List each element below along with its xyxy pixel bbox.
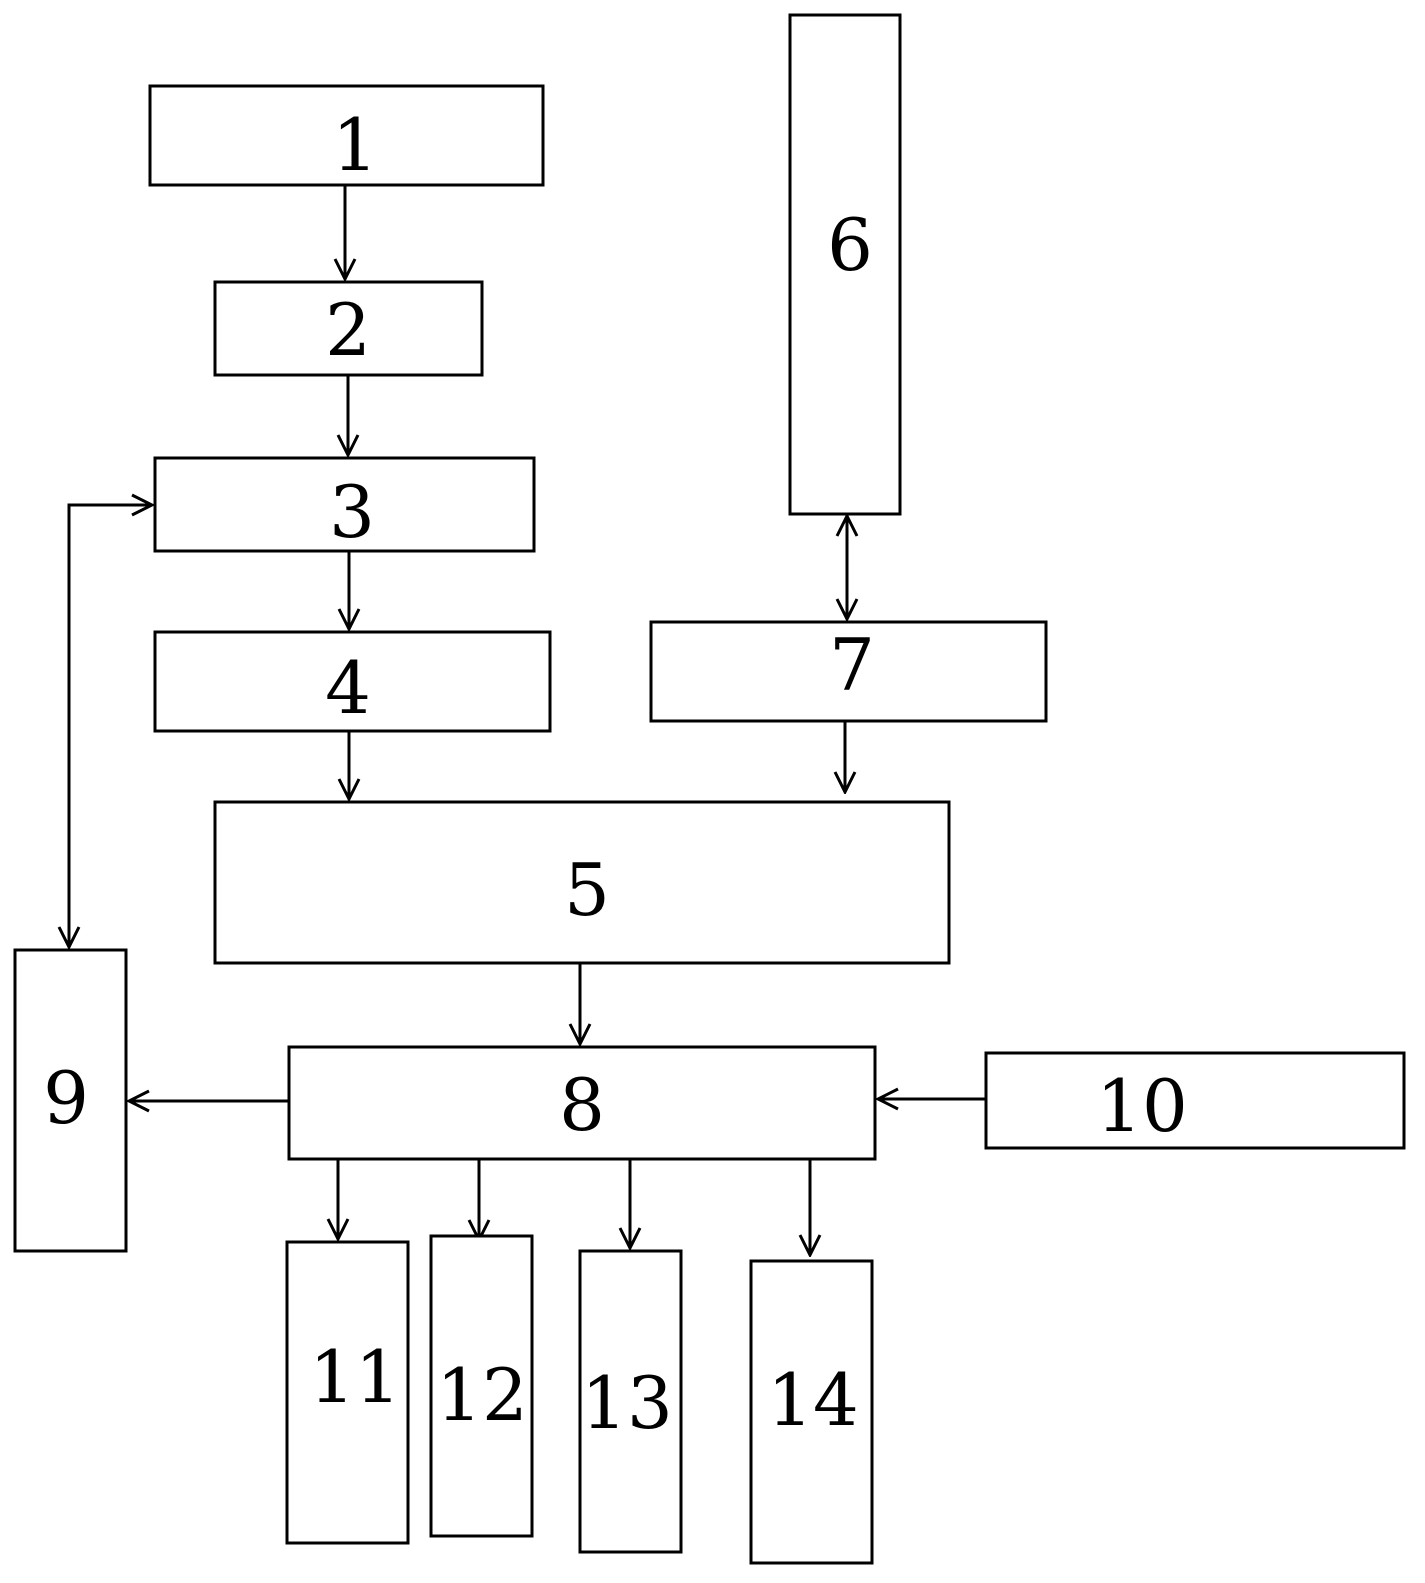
block-14-frame xyxy=(749,1259,874,1565)
block-2-frame xyxy=(213,280,484,377)
block-10-frame xyxy=(984,1051,1406,1150)
block-7: 7 xyxy=(649,620,1048,723)
block-1: 1 xyxy=(148,84,545,187)
block-9-label: 9 xyxy=(43,1056,89,1140)
block-6-label: 6 xyxy=(827,203,873,287)
block-4-frame xyxy=(153,630,552,733)
block-8: 8 xyxy=(287,1045,877,1161)
block-7-label: 7 xyxy=(829,623,875,707)
block-12-frame xyxy=(429,1234,534,1538)
block-10: 10 xyxy=(984,1051,1406,1150)
connector-layer xyxy=(69,186,985,1255)
block-10-label: 10 xyxy=(1096,1064,1188,1148)
block-8-label: 8 xyxy=(559,1063,605,1147)
block-14-label: 14 xyxy=(767,1358,859,1442)
block-11-label: 11 xyxy=(309,1335,401,1419)
block-1-frame xyxy=(148,84,545,187)
block-6: 6 xyxy=(788,13,902,516)
block-12: 12 xyxy=(429,1234,534,1538)
block-13: 13 xyxy=(578,1249,683,1554)
block-8-frame xyxy=(287,1045,877,1161)
block-14: 14 xyxy=(749,1259,874,1565)
block-5: 5 xyxy=(213,800,951,965)
block-13-label: 13 xyxy=(581,1361,673,1445)
block-11-frame xyxy=(285,1240,410,1545)
block-12-label: 12 xyxy=(436,1353,528,1437)
block-3-frame xyxy=(153,456,536,553)
block-11: 11 xyxy=(285,1240,410,1545)
block-5-label: 5 xyxy=(564,848,610,932)
block-3-label: 3 xyxy=(329,470,375,554)
block-13-frame xyxy=(578,1249,683,1554)
arrow-9-to-3 xyxy=(69,505,152,947)
block-2-label: 2 xyxy=(325,288,371,372)
block-4-label: 4 xyxy=(325,646,371,730)
block-4: 4 xyxy=(153,630,552,733)
block-5-frame xyxy=(213,800,951,965)
block-9: 9 xyxy=(13,948,128,1253)
block-1-label: 1 xyxy=(332,103,378,187)
block-7-frame xyxy=(649,620,1048,723)
block-6-frame xyxy=(788,13,902,516)
block-9-frame xyxy=(13,948,128,1253)
block-2: 2 xyxy=(213,280,484,377)
block-3: 3 xyxy=(153,456,536,554)
